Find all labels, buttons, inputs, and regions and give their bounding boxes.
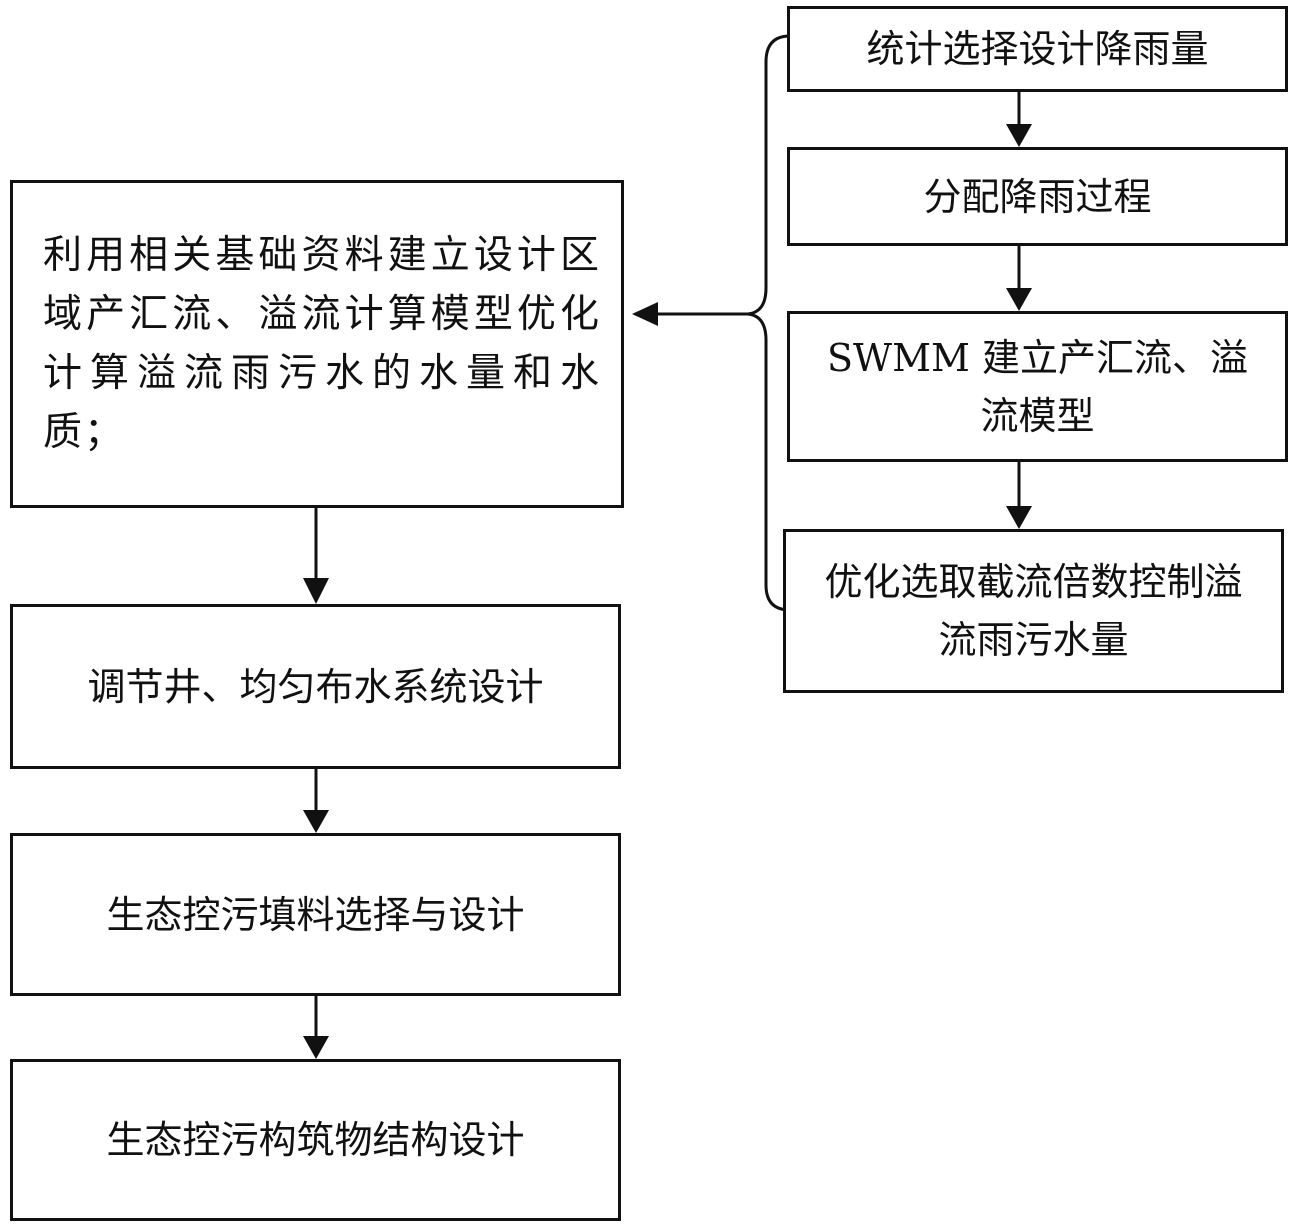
sub-box-swmm-model: SWMM 建立产汇流、溢流模型 bbox=[787, 311, 1288, 462]
sub-text-swmm-model: SWMM 建立产汇流、溢流模型 bbox=[827, 335, 1248, 438]
step-text-filler-design: 生态控污填料选择与设计 bbox=[106, 892, 525, 937]
arrowhead-step4 bbox=[303, 1036, 329, 1059]
group-brace bbox=[747, 34, 791, 612]
sub-text-interception-ratio: 优化选取截流倍数控制溢流雨污水量 bbox=[824, 560, 1243, 662]
arrowhead-sub2 bbox=[1006, 124, 1032, 147]
sub-text-rainfall-process: 分配降雨过程 bbox=[923, 174, 1152, 219]
arrowhead-step2 bbox=[303, 578, 329, 604]
step-box-structure-design: 生态控污构筑物结构设计 bbox=[10, 1059, 621, 1221]
arrowhead-sub3 bbox=[1006, 288, 1032, 311]
step-box-filler-design: 生态控污填料选择与设计 bbox=[10, 833, 621, 996]
sub-box-design-rainfall: 统计选择设计降雨量 bbox=[787, 6, 1288, 92]
step-box-model-building: 利用相关基础资料建立设计区域产汇流、溢流计算模型优化计算溢流雨污水的水量和水质； bbox=[10, 180, 624, 508]
step-text-structure-design: 生态控污构筑物结构设计 bbox=[106, 1118, 525, 1162]
arrowhead-step1 bbox=[632, 302, 658, 326]
sub-box-rainfall-process: 分配降雨过程 bbox=[787, 147, 1288, 246]
arrowhead-sub4 bbox=[1006, 506, 1032, 529]
step-text-model-building: 利用相关基础资料建立设计区域产汇流、溢流计算模型优化计算溢流雨污水的水量和水质； bbox=[43, 233, 601, 455]
step-text-regulating-well: 调节井、均匀布水系统设计 bbox=[87, 664, 544, 709]
sub-text-design-rainfall: 统计选择设计降雨量 bbox=[866, 27, 1209, 71]
arrowhead-step3 bbox=[303, 810, 329, 833]
sub-box-interception-ratio: 优化选取截流倍数控制溢流雨污水量 bbox=[783, 529, 1284, 693]
step-box-regulating-well: 调节井、均匀布水系统设计 bbox=[10, 604, 621, 769]
